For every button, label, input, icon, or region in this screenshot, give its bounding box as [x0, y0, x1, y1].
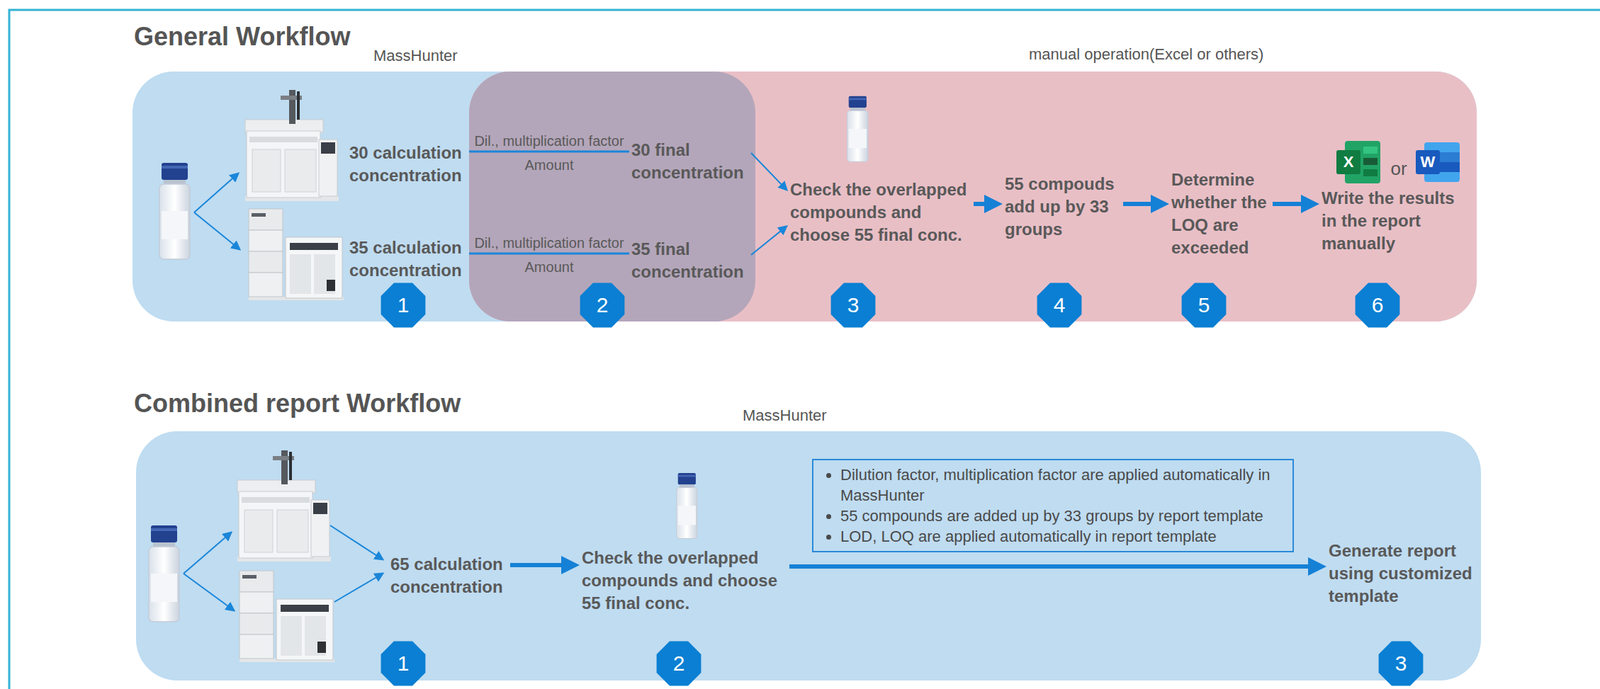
word-icon: [1415, 150, 1440, 175]
bullet-item: LOD, LOQ are applied automatically in re…: [840, 526, 1286, 548]
label-anchor: 4: [917, 293, 1202, 318]
edge-label: Dil., multiplication factor: [474, 132, 624, 150]
label-anchor: 6: [1235, 293, 1520, 318]
step-text: Write the results in the report manually: [1319, 187, 1462, 256]
callout-number: 1: [397, 293, 410, 318]
label-anchor: or: [1257, 158, 1541, 180]
callout-number: 3: [847, 293, 860, 318]
callout-badge: [1181, 283, 1227, 329]
callout-number: 4: [1053, 293, 1066, 318]
callout-badge: [580, 283, 625, 329]
edge-note: Amount: [525, 156, 574, 174]
callout-badge: [1037, 283, 1083, 329]
step-text: 65 calculation concentration: [388, 553, 511, 599]
step-text: 35 final concentration: [629, 238, 752, 284]
bullet-item: Dilution factor, multiplication factor a…: [840, 464, 1286, 506]
icon-letter: X: [1343, 153, 1355, 172]
flow-arrow: [1123, 201, 1165, 207]
callout-badge: [381, 283, 426, 329]
step-label: Check the overlapped compounds and choos…: [581, 547, 788, 616]
icon-letter: W: [1420, 153, 1436, 172]
step-label: Check the overlapped compounds and choos…: [790, 178, 972, 247]
edge-note: Amount: [525, 258, 574, 276]
sample-vial: [148, 525, 180, 623]
step-text: Generate report using customized templat…: [1326, 539, 1479, 608]
flow-arrow: [789, 564, 1323, 569]
step-label: 55 compouds add up by 33 groups: [1004, 172, 1121, 241]
step-text: Check the overlapped compounds and choos…: [579, 547, 790, 616]
flow-arrow: [510, 563, 576, 568]
sample-vial: [159, 162, 190, 260]
callout-number: 6: [1371, 293, 1384, 318]
flow-arrow: [1272, 201, 1316, 207]
label-anchor: 3: [711, 293, 995, 318]
label-anchor: 2: [537, 651, 821, 676]
text-anchor: MassHunter: [742, 406, 827, 426]
step-label: 30 final concentration: [631, 138, 749, 185]
text-anchor: MassHunter: [373, 46, 458, 66]
sample-vial: [676, 473, 698, 539]
frame-line: [9, 9, 1600, 689]
step-label: Generate report using customized templat…: [1328, 539, 1476, 608]
label-anchor: 5: [1062, 293, 1346, 318]
flow-arrow: [973, 201, 999, 207]
bullet-list: Dilution factor, multiplication factor a…: [820, 464, 1286, 548]
callout-number: 2: [596, 293, 609, 318]
callout-number: 2: [673, 651, 686, 676]
step-text: Check the overlapped compounds and choos…: [787, 178, 974, 247]
sample-vial: [847, 96, 869, 162]
excel-icon: [1363, 146, 1378, 154]
workflow-band: Combined report WorkflowMassHunter65 cal…: [136, 431, 1481, 681]
step-label: Write the results in the report manually: [1321, 187, 1459, 256]
software-label: MassHunter: [742, 406, 827, 426]
edge-label: Dil., multiplication factor: [474, 234, 624, 252]
callout-number: 3: [1395, 651, 1408, 676]
section-heading: General Workflow: [133, 21, 351, 53]
section-heading: Combined report Workflow: [133, 388, 461, 420]
callout-number: 5: [1198, 293, 1211, 318]
excel-icon: [1363, 169, 1378, 177]
callout-badge: [381, 641, 426, 687]
step-text: 30 calculation concentration: [347, 141, 470, 188]
connector-line: [469, 150, 630, 154]
label-anchor: W: [1286, 153, 1570, 172]
step-text: Determine whether the LOQ are exceeded: [1169, 168, 1273, 260]
step-label: 30 calculation concentration: [349, 141, 467, 188]
excel-icon: [1363, 158, 1378, 166]
step-label: 65 calculation concentration: [390, 553, 509, 599]
text-anchor: Combined report Workflow: [133, 388, 461, 420]
callout-badge: [831, 283, 876, 329]
software-label: MassHunter: [373, 46, 458, 66]
step-text: 35 calculation concentration: [347, 236, 470, 283]
callout-badge: [1355, 283, 1401, 329]
connector-line: [469, 252, 630, 256]
callout-number: 1: [397, 651, 410, 676]
excel-icon: [1336, 150, 1361, 175]
label-anchor: 3: [1259, 651, 1543, 676]
callout-badge: [656, 641, 702, 687]
step-text: 30 final concentration: [629, 138, 752, 185]
region-label: manual operation(Excel or others): [1028, 45, 1264, 64]
step-label: 35 calculation concentration: [349, 236, 467, 283]
step-label: Determine whether the LOQ are exceeded: [1171, 168, 1271, 260]
callout-badge: [1378, 641, 1424, 687]
text-anchor: manual operation(Excel or others): [1028, 45, 1264, 64]
step-text: 55 compouds add up by 33 groups: [1002, 172, 1124, 241]
bullet-item: 55 compounds are added up by 33 groups b…: [840, 505, 1286, 527]
connector-word: or: [1390, 158, 1407, 180]
step-label: 35 final concentration: [631, 238, 749, 284]
bullet-box: Dilution factor, multiplication factor a…: [812, 459, 1294, 553]
text-anchor: General Workflow: [133, 21, 351, 53]
